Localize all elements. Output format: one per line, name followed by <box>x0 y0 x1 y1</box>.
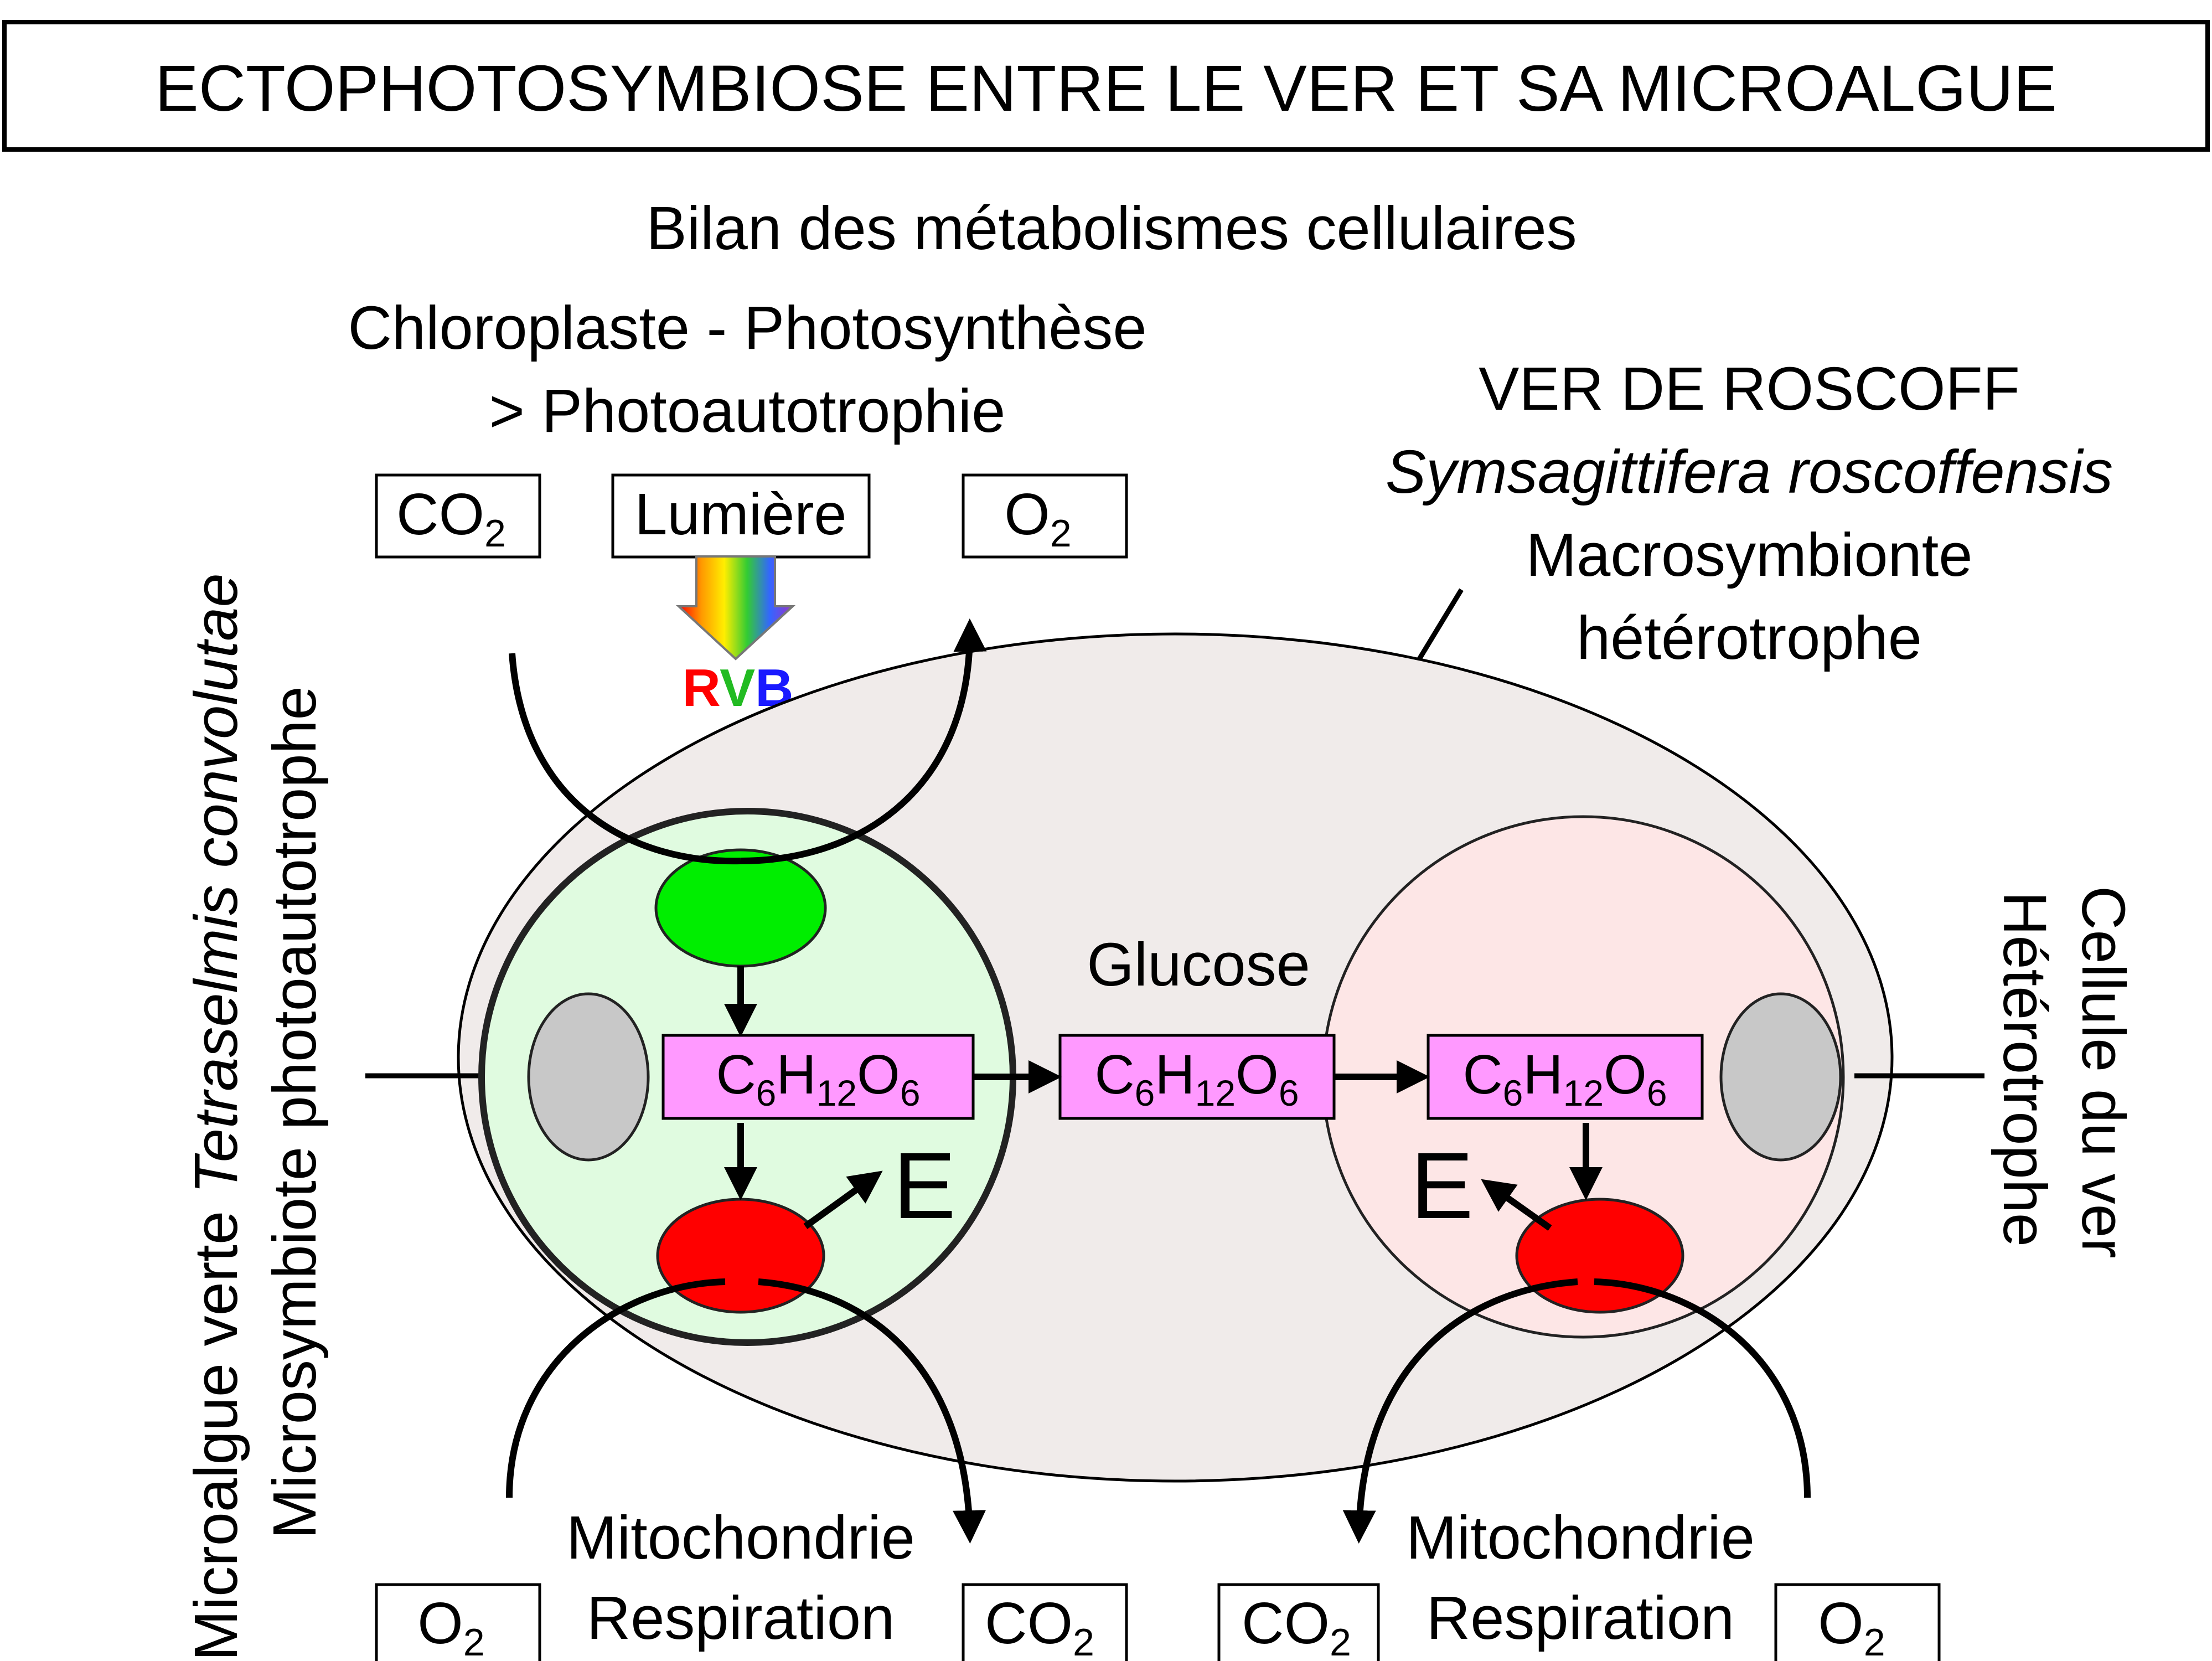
co2-input-box: CO2 <box>375 473 541 559</box>
worm-o2-input-box: O2 <box>1774 1583 1941 1661</box>
worm-cell-nucleus-icon <box>1719 992 1842 1162</box>
svg-text:C6H12O6: C6H12O6 <box>716 1044 920 1113</box>
alga-respiration-label: Respiration <box>587 1584 895 1652</box>
subscript: 2 <box>1330 1621 1351 1661</box>
microalga-label-line1: Microalgue verte Tetraselmis convolutae <box>182 573 250 1661</box>
alga-nucleus-icon <box>527 992 650 1162</box>
subtitle: Bilan des métabolismes cellulaires <box>646 194 1577 262</box>
worm-species: Symsagittifera roscoffensis <box>1386 438 2113 506</box>
subscript: 2 <box>1864 1621 1885 1661</box>
alga-mitochondrion-icon <box>656 1198 825 1314</box>
svg-text:C6H12O6: C6H12O6 <box>1094 1044 1299 1113</box>
glucose-box-middle: C6H12O6 <box>1058 1034 1336 1120</box>
alga-o2-uptake-arc <box>506 1278 726 1498</box>
worm-cell-label-line2: Hétérotrophe <box>1991 891 2059 1247</box>
alga-mito-label: Mitochondrie <box>566 1504 915 1572</box>
glucose-box-worm: C6H12O6 <box>1427 1034 1704 1120</box>
subscript: 2 <box>1073 1621 1094 1661</box>
worm-co2-output-box: CO2 <box>1217 1583 1380 1661</box>
o2-output-box: O2 <box>962 473 1128 559</box>
worm-energy-arrow <box>1481 1179 1552 1231</box>
svg-text:O2: O2 <box>417 1591 484 1661</box>
co2-uptake-arc <box>509 653 741 865</box>
subscript: 2 <box>484 512 506 555</box>
subscript: 2 <box>1050 512 1072 555</box>
chloroplast-subtitle: > Photoautotrophie <box>489 377 1006 445</box>
svg-text:RVB: RVB <box>683 658 794 718</box>
co2-label: CO <box>396 482 484 547</box>
worm-co2-release-arrow <box>1342 1278 1578 1544</box>
alga-co2-release-arrow <box>758 1278 986 1544</box>
alga-energy-label: E <box>893 1133 955 1239</box>
o2-label: O <box>1004 482 1050 547</box>
worm-name: VER DE ROSCOFF <box>1479 355 2020 423</box>
worm-mito-label: Mitochondrie <box>1406 1504 1755 1572</box>
title-box <box>2 20 2210 152</box>
svg-text:CO2: CO2 <box>1242 1591 1351 1661</box>
glucose-box-alga: C6H12O6 <box>661 1034 975 1120</box>
svg-text:C6H12O6: C6H12O6 <box>1462 1044 1667 1113</box>
svg-text:CO2: CO2 <box>985 1591 1094 1661</box>
microalga-label-line2: Microsymbiote photoautotrophe <box>261 686 329 1539</box>
worm-cell-label-line1: Cellule du ver <box>2069 886 2137 1258</box>
worm-role-line2: hétérotrophe <box>1577 604 1922 672</box>
worm-pointer-line <box>1412 588 1464 669</box>
light-arrow-icon <box>675 555 796 661</box>
subscript: 2 <box>463 1621 485 1661</box>
page-title: ECTOPHOTOSYMBIOSE ENTRE LE VER ET SA MIC… <box>155 52 2057 125</box>
alga-energy-arrow <box>803 1170 883 1229</box>
light-label: Lumière <box>635 482 847 547</box>
o2-release-arrow <box>740 618 987 864</box>
light-red-label: R <box>683 658 720 718</box>
worm-respiration-label: Respiration <box>1427 1584 1734 1652</box>
svg-text:CO2: CO2 <box>396 482 506 555</box>
chloroplast-icon <box>654 848 827 968</box>
glucose-label: Glucose <box>1087 931 1310 999</box>
alga-co2-output-box: CO2 <box>962 1583 1128 1661</box>
light-input-box: Lumière <box>611 473 871 559</box>
worm-energy-label: E <box>1410 1133 1473 1239</box>
light-green-label: V <box>720 658 755 718</box>
svg-text:O2: O2 <box>1004 482 1071 555</box>
svg-text:O2: O2 <box>1818 1591 1885 1661</box>
worm-o2-uptake-arc <box>1594 1278 1811 1498</box>
alga-o2-input-box: O2 <box>375 1583 541 1661</box>
worm-role-line1: Macrosymbionte <box>1526 521 1973 589</box>
chloroplast-title: Chloroplaste - Photosynthèse <box>348 294 1146 362</box>
